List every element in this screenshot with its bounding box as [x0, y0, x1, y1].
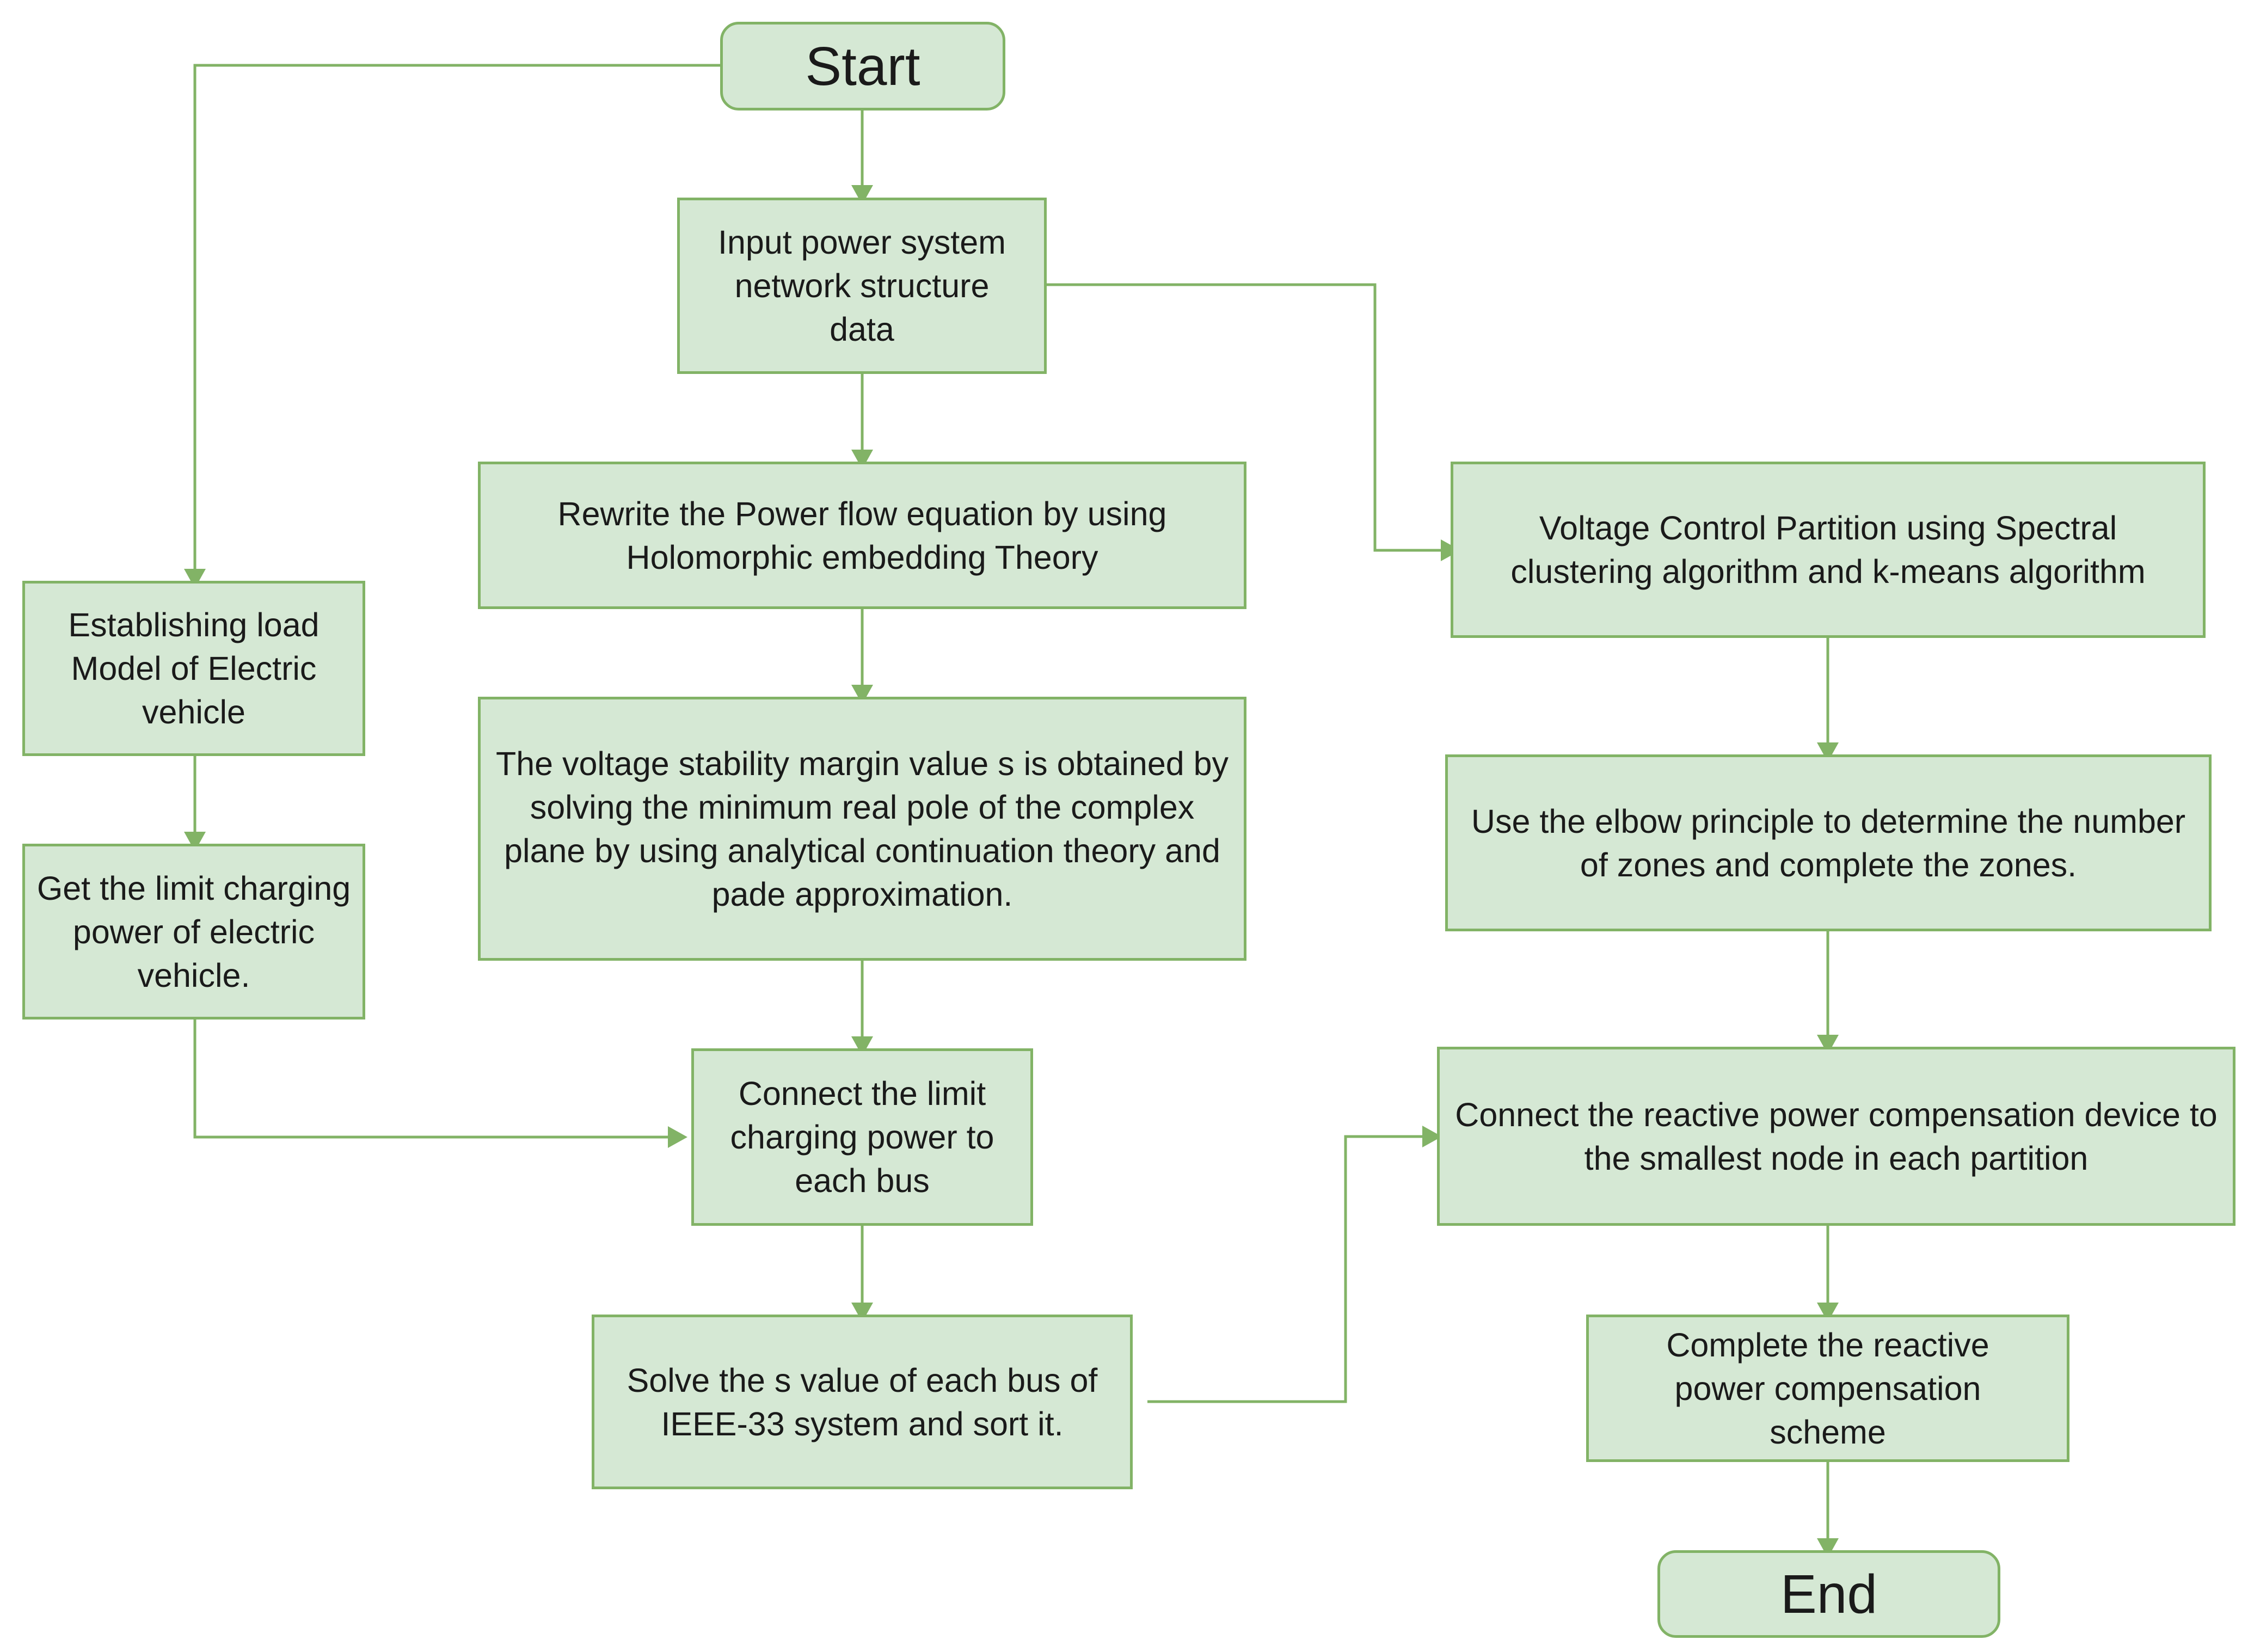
- start-label: Start: [805, 35, 920, 97]
- arrow-input-to-partition: [1047, 283, 1450, 552]
- rewrite-flow-node: Rewrite the Power flow equation by using…: [478, 462, 1246, 609]
- arrow-ev-limit-to-connect-limit: [193, 1020, 677, 1139]
- connect-limit-node: Connect the limit charging power to each…: [691, 1048, 1033, 1226]
- connect-limit-label: Connect the limit charging power to each…: [730, 1075, 994, 1199]
- voltage-margin-label: The voltage stability margin value s is …: [495, 745, 1229, 913]
- partition-label: Voltage Control Partition using Spectral…: [1510, 509, 2146, 590]
- complete-scheme-label: Complete the reactive power compensation…: [1666, 1326, 1989, 1451]
- solve-s-label: Solve the s value of each bus of IEEE-33…: [627, 1361, 1098, 1442]
- ev-load-model-node: Establishing load Model of Electric vehi…: [22, 581, 365, 756]
- elbow-label: Use the elbow principle to determine the…: [1471, 802, 2186, 883]
- input-data-label: Input power system network structure dat…: [718, 224, 1006, 348]
- input-data-node: Input power system network structure dat…: [677, 198, 1047, 374]
- voltage-margin-node: The voltage stability margin value s is …: [478, 697, 1246, 961]
- arrow-start-to-ev-load-model: [193, 64, 720, 578]
- arrow-solve-to-compensation: [1147, 1135, 1431, 1403]
- connect-compensation-node: Connect the reactive power compensation …: [1437, 1047, 2235, 1226]
- solve-s-node: Solve the s value of each bus of IEEE-33…: [592, 1315, 1133, 1489]
- end-label: End: [1780, 1563, 1877, 1625]
- elbow-node: Use the elbow principle to determine the…: [1445, 754, 2212, 931]
- end-node: End: [1657, 1550, 2000, 1638]
- partition-node: Voltage Control Partition using Spectral…: [1451, 462, 2206, 638]
- complete-scheme-node: Complete the reactive power compensation…: [1586, 1315, 2069, 1462]
- rewrite-flow-label: Rewrite the Power flow equation by using…: [557, 495, 1167, 576]
- ev-load-model-label: Establishing load Model of Electric vehi…: [68, 606, 320, 730]
- connect-compensation-label: Connect the reactive power compensation …: [1455, 1096, 2218, 1177]
- ev-limit-power-node: Get the limit charging power of electric…: [22, 844, 365, 1020]
- ev-limit-power-label: Get the limit charging power of electric…: [36, 869, 351, 994]
- start-node: Start: [720, 22, 1005, 110]
